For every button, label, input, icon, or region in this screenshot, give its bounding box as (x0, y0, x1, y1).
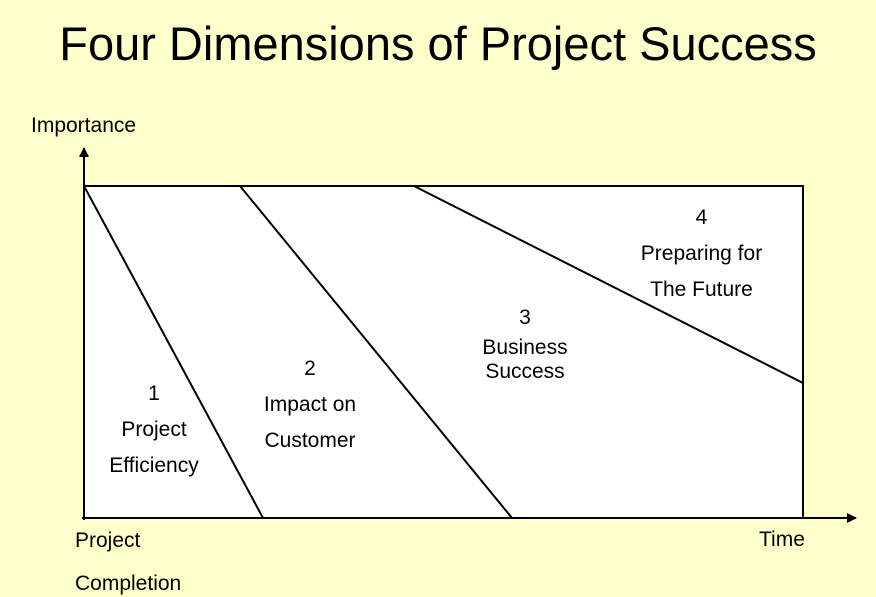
region-2-name-line2: Customer (264, 429, 356, 452)
region-3-label: 3 Business Success (465, 300, 585, 384)
slide-title: Four Dimensions of Project Success (59, 17, 817, 70)
region-1-name-line2: Efficiency (109, 454, 199, 477)
region-3-name-line1: Business (482, 336, 568, 359)
origin-label-line1: Project (75, 529, 141, 552)
boundary-line-3 (413, 185, 804, 384)
region-1-label: 1 Project Efficiency (94, 376, 214, 484)
region-3-name-line2: Success (485, 360, 565, 383)
diagram-box (83, 185, 804, 519)
region-1-name-line1: Project (121, 418, 187, 441)
origin-label-line2: Completion (75, 572, 182, 595)
region-2-name-line1: Impact on (263, 393, 357, 416)
region-4-number: 4 (695, 206, 708, 229)
region-4-name-line2: The Future (650, 278, 753, 301)
region-3-number: 3 (519, 306, 531, 329)
region-4-label: 4 Preparing for The Future (614, 200, 789, 308)
region-2-label: 2 Impact on Customer (245, 351, 375, 459)
region-2-number: 2 (304, 357, 316, 380)
region-1-number: 1 (148, 382, 160, 405)
y-axis-label: Importance (31, 114, 137, 137)
x-axis-label: Time (759, 528, 805, 551)
boundary-line-1 (83, 185, 264, 519)
region-4-name-line1: Preparing for (640, 242, 763, 265)
boundary-line-2 (239, 185, 513, 519)
